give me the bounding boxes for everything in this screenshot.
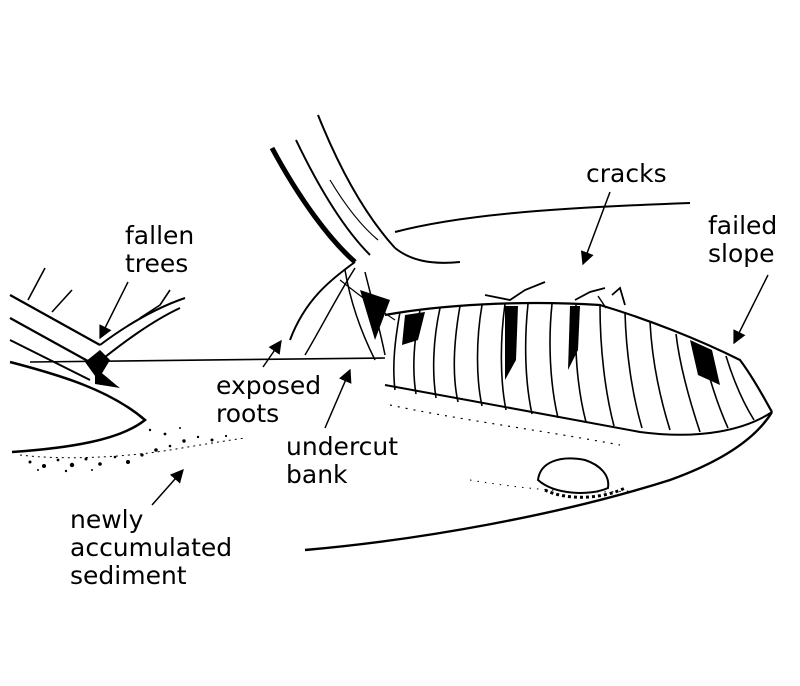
left-bank xyxy=(9,267,246,473)
arrow-fallen-trees xyxy=(99,281,129,340)
bank-toe-sediment xyxy=(389,404,621,446)
sediment-texture xyxy=(28,427,228,473)
label-line: sediment xyxy=(70,561,187,590)
tree-with-roots xyxy=(269,114,461,361)
label-line: slope xyxy=(708,239,775,268)
label-line: accumulated xyxy=(70,533,233,562)
label-fallen-trees: fallen trees xyxy=(125,222,194,278)
label-cracks: cracks xyxy=(586,160,667,188)
label-sediment: newly accumulated sediment xyxy=(70,506,232,590)
arrow-exposed-roots xyxy=(262,339,282,368)
label-line: failed xyxy=(708,211,778,240)
label-undercut-bank: undercut bank xyxy=(286,433,398,489)
rock xyxy=(536,457,626,499)
label-line: bank xyxy=(286,460,348,489)
arrow-undercut-bank xyxy=(324,368,352,429)
leader-arrows xyxy=(99,191,769,506)
label-failed-slope: failed slope xyxy=(708,212,777,268)
bank-top-edge xyxy=(394,202,691,233)
label-line: undercut xyxy=(286,432,399,461)
arrow-sediment xyxy=(151,468,184,506)
label-line: exposed xyxy=(216,371,322,400)
near-shoreline xyxy=(304,411,774,552)
label-line: cracks xyxy=(586,159,667,188)
label-line: fallen xyxy=(125,221,195,250)
label-line: roots xyxy=(216,399,280,428)
label-line: newly xyxy=(70,505,144,534)
label-exposed-roots: exposed roots xyxy=(216,372,321,428)
arrow-cracks xyxy=(580,191,611,266)
arrow-failed-slope xyxy=(733,274,769,345)
bank-face xyxy=(384,281,773,436)
label-line: trees xyxy=(125,249,189,278)
